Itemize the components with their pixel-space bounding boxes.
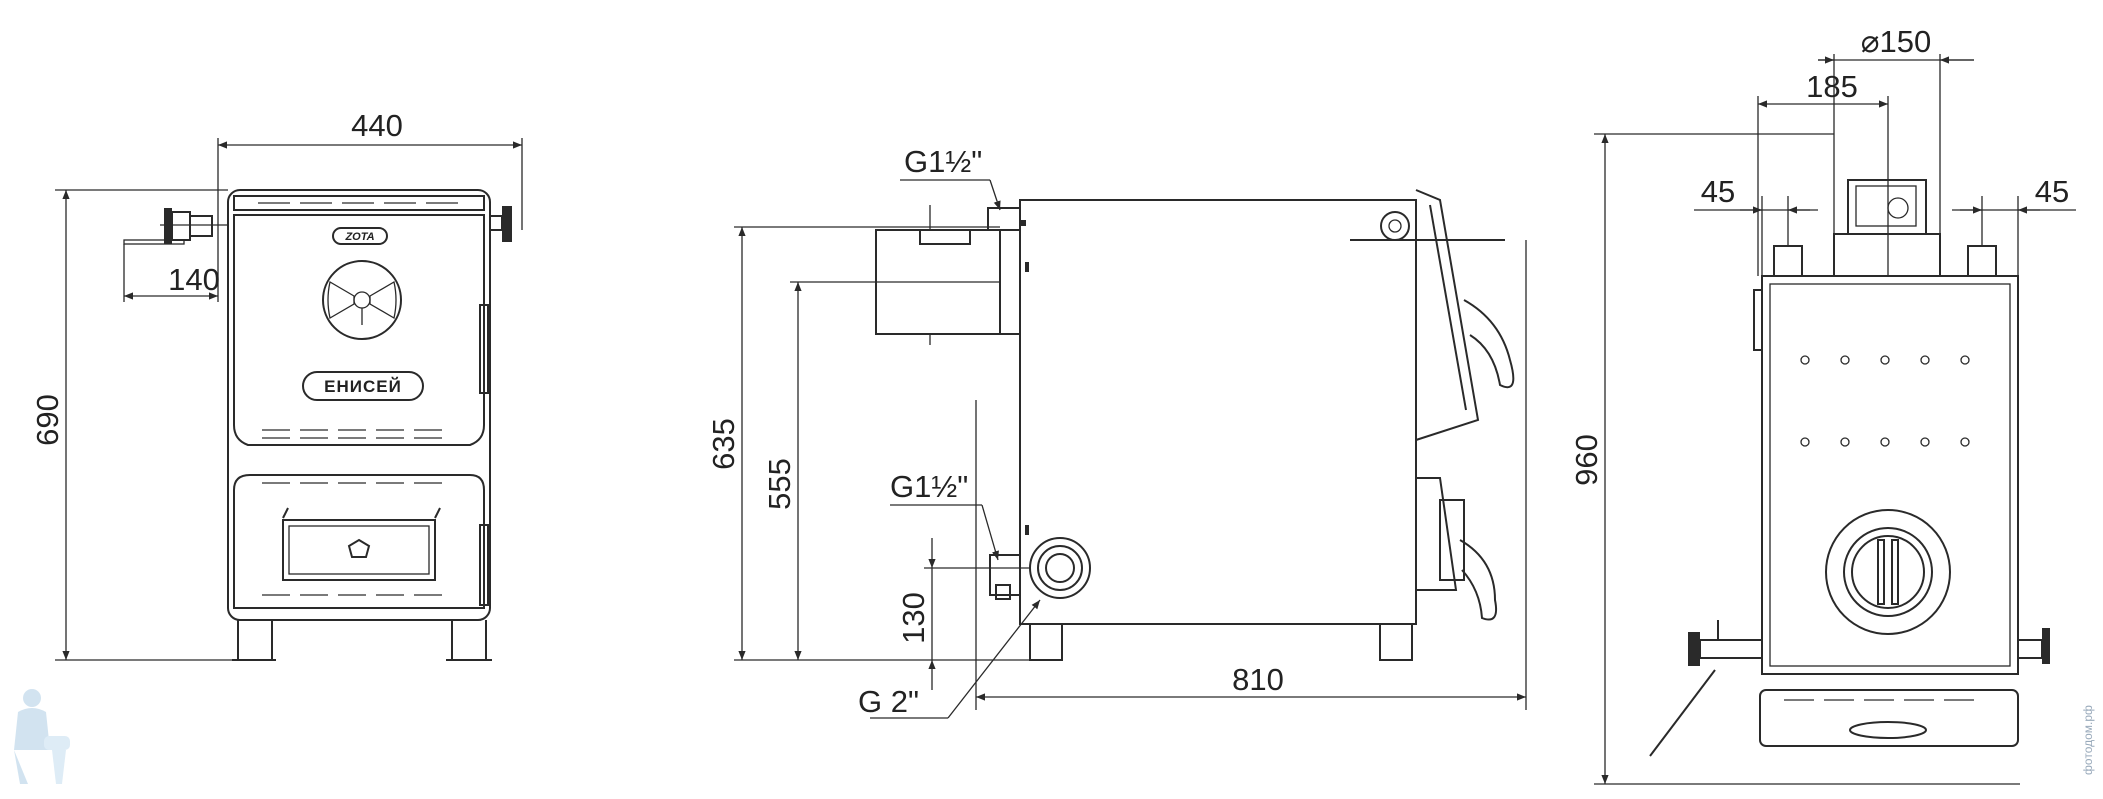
- side-top-fitting-nut: [1020, 220, 1026, 226]
- rear-bottom-regulator-icon: [1849, 721, 1927, 739]
- side-mark-2: [1025, 525, 1029, 535]
- rear-left-pipe-label: 45: [1701, 174, 1735, 209]
- front-right-valve: [489, 206, 512, 242]
- ash-pan-drawer: [282, 519, 436, 581]
- rear-left-top-pipe: [1773, 245, 1803, 277]
- rear-right-valve-knob: [2042, 628, 2050, 664]
- rear-heating-element-port: [1825, 509, 1951, 635]
- side-upper-door-inner: [1429, 204, 1467, 411]
- rear-flue-diameter-label: ⌀150: [1861, 24, 1931, 59]
- front-lower-door: [233, 474, 485, 609]
- side-draft-knob-icon: [1380, 211, 1410, 241]
- ash-pan-inner: [288, 525, 430, 575]
- ash-pan-pentagon-knob-icon: [347, 538, 371, 558]
- rear-thermometer-face: [1855, 185, 1917, 227]
- side-door-handle: [1463, 299, 1515, 389]
- rear-left-valve: [1699, 639, 1763, 659]
- rear-right-pipe-label: 45: [2035, 174, 2069, 209]
- side-lower-fitting-base: [989, 554, 1021, 596]
- side-top-fitting: [987, 207, 1021, 231]
- rear-flue-outlet: [1833, 233, 1941, 277]
- drain-leader-arrow: [947, 599, 1041, 719]
- front-offset-label: 140: [168, 262, 220, 297]
- rear-port-cap: [1851, 535, 1925, 609]
- front-view: ZOTA ЕНИСЕЙ: [30, 108, 523, 661]
- side-upper-door-profile: [1415, 189, 1480, 441]
- rear-right-top-pipe: [1967, 245, 1997, 277]
- front-upper-door-vents: [262, 429, 442, 439]
- side-lower-door-handle: [1459, 539, 1498, 621]
- side-top-pipe-label: G1½": [904, 144, 982, 179]
- front-lower-door-vents: [262, 482, 442, 596]
- front-right-leg: [451, 620, 487, 661]
- ash-pan-left-latch: [282, 507, 289, 519]
- side-drain-label: G 2": [858, 684, 919, 719]
- side-depth-label: 810: [1232, 662, 1284, 697]
- site-watermark: фотодом.рф: [2081, 705, 2095, 775]
- side-height-635-label: 635: [706, 418, 741, 470]
- front-upper-door: [233, 214, 485, 446]
- rear-body-outline: [1761, 275, 2019, 675]
- front-brand-plate: [302, 371, 424, 401]
- front-upper-hinge: [479, 304, 489, 394]
- side-height-555-label: 555: [762, 458, 797, 510]
- mid-pipe-leader-arrow: [981, 504, 999, 561]
- rear-vent-holes: [1800, 355, 1970, 447]
- rear-flue-offset-label: 185: [1806, 69, 1858, 104]
- side-draft-knob-center: [1388, 219, 1402, 233]
- plumber-mascot-watermark: [14, 689, 70, 784]
- front-body-outline: [227, 189, 491, 621]
- side-lower-door-hinge: [1439, 499, 1465, 581]
- front-height-label: 690: [30, 394, 65, 446]
- side-lower-door-profile: [1416, 477, 1458, 591]
- side-body-outline: [1019, 199, 1417, 625]
- side-flue-clamp: [919, 229, 971, 245]
- side-return-port-inner: [1045, 553, 1075, 583]
- side-height-130-label: 130: [896, 592, 931, 644]
- side-mid-pipe-label: G1½": [890, 469, 968, 504]
- ash-pan-right-latch: [434, 507, 441, 519]
- rear-drain-lever: [1649, 669, 1716, 757]
- rear-left-side-fitting: [1753, 289, 1763, 351]
- rear-view: ⌀150 185 45 45 960: [1569, 24, 2076, 785]
- front-left-leg: [237, 620, 273, 661]
- rear-right-valve: [2017, 639, 2043, 659]
- front-left-pipe-fitting: [123, 208, 228, 245]
- side-view: G1½" G1½" G 2" 635 555 130 810: [706, 144, 1527, 719]
- side-return-port-mid: [1037, 545, 1083, 591]
- side-flue-collar: [999, 229, 1021, 335]
- draft-regulator-icon: [322, 260, 402, 340]
- front-width-label: 440: [351, 108, 403, 143]
- front-logo-plate: [332, 227, 388, 245]
- rear-left-valve-knob: [1688, 632, 1700, 666]
- rear-port-flange: [1843, 527, 1933, 617]
- rear-port-bar-left: [1877, 539, 1885, 605]
- rear-thermometer-dial-icon: [1887, 197, 1909, 219]
- rear-height-label: 960: [1569, 434, 1604, 486]
- rear-thermometer-box: [1847, 179, 1927, 235]
- side-rear-leg: [1029, 624, 1063, 661]
- top-pipe-leader-arrow: [989, 179, 1001, 211]
- front-brand-text: ЕНИСЕЙ: [324, 377, 402, 396]
- rear-bottom-ash-door: [1759, 689, 2019, 747]
- side-mark-1: [1025, 262, 1029, 272]
- rear-body-inner: [1769, 283, 2011, 667]
- side-front-leg: [1379, 624, 1413, 661]
- rear-port-bar-right: [1891, 539, 1899, 605]
- front-logo-text: ZOTA: [344, 231, 374, 243]
- front-top-vent: [233, 195, 485, 211]
- side-drain-fitting: [995, 584, 1011, 600]
